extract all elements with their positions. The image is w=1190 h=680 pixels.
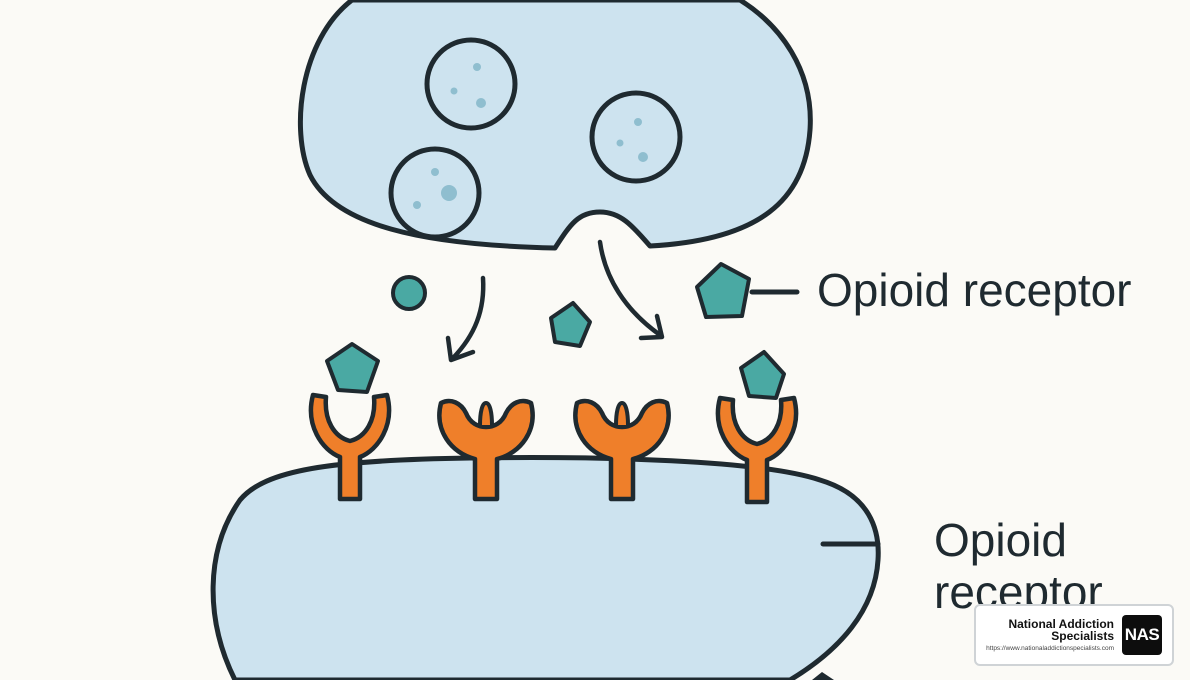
label-opioid-receptor-top: Opioid receptor [817,264,1132,316]
pentagon-molecule-icon [739,350,786,400]
presynaptic-terminal [297,0,813,251]
pentagon-molecule-icon [695,262,751,319]
circle-molecule-icon [391,275,427,311]
vesicle [589,90,683,184]
brand-logo-icon: NAS [1122,615,1162,655]
y-receptor-icon [573,398,671,502]
label-opioid-receptor-bottom-line1: Opioid [934,514,1067,566]
postsynaptic-neuron [210,455,881,680]
y-receptor-icon [715,395,799,505]
y-receptor-icon [437,398,535,502]
partial-molecule-icon [812,672,834,680]
pentagon-molecule-icon [549,301,592,348]
brand-name: National Addiction Specialists [1008,616,1114,644]
y-receptor-icon [308,392,392,502]
vesicle [424,37,518,131]
arrow-icon [597,239,665,341]
vesicle [388,146,482,240]
pentagon-molecule-icon [325,342,380,394]
brand-badge[interactable]: National Addiction Specialists https://w… [974,604,1174,666]
arrow-icon [445,275,486,363]
brand-url: https://www.nationaladdictionspecialists… [986,644,1114,652]
